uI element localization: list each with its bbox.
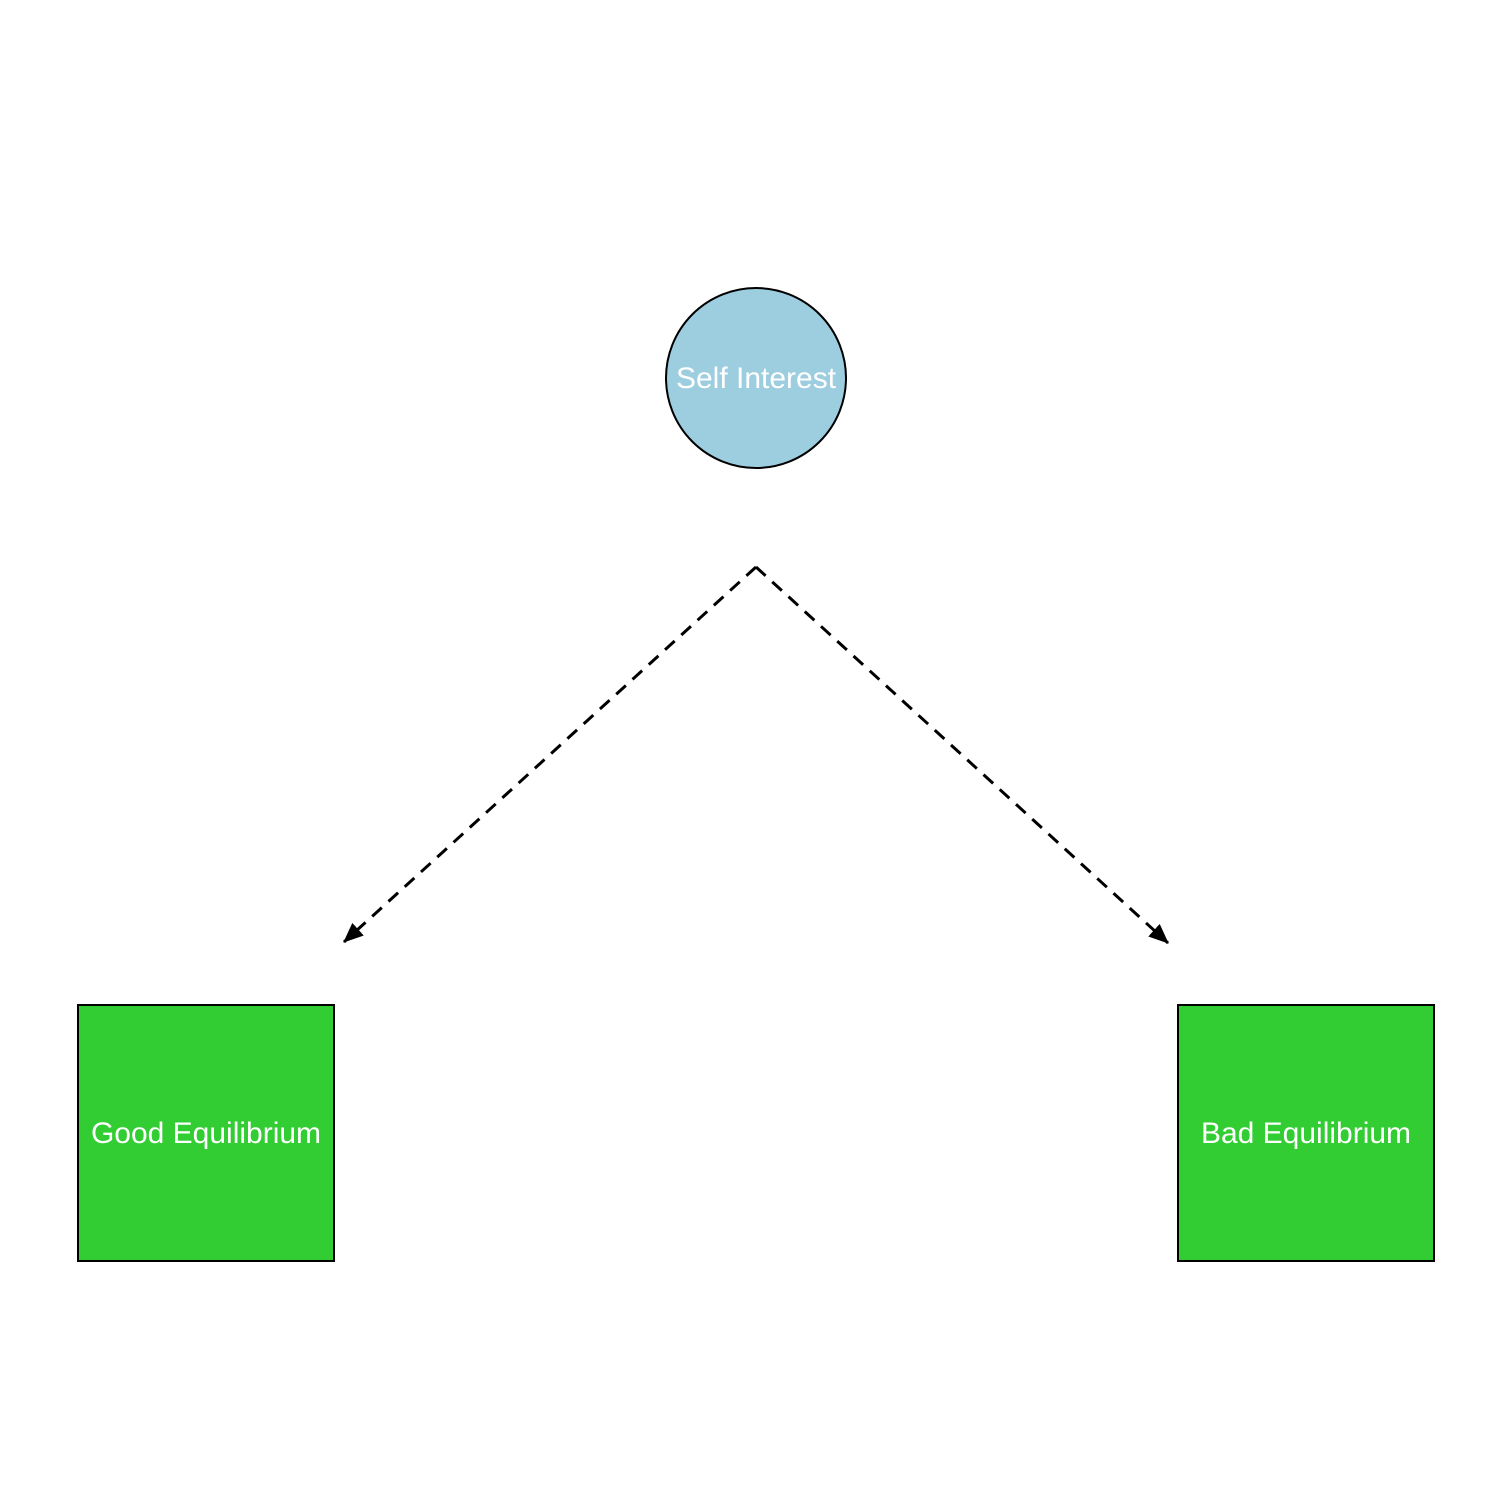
- node-good-equilibrium: Good Equilibrium: [77, 1004, 335, 1262]
- edge-self-interest-to-bad-equilibrium: [754, 565, 1170, 945]
- node-self-interest: Self Interest: [665, 287, 847, 469]
- node-good-equilibrium-label: Good Equilibrium: [90, 1116, 322, 1150]
- node-bad-equilibrium-label: Bad Equilibrium: [1200, 1116, 1412, 1150]
- edge-self-interest-to-good-equilibrium: [342, 565, 758, 944]
- node-bad-equilibrium: Bad Equilibrium: [1177, 1004, 1435, 1262]
- node-self-interest-label: Self Interest: [675, 361, 837, 395]
